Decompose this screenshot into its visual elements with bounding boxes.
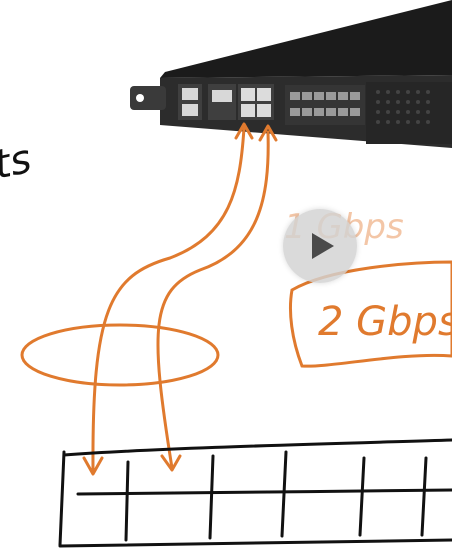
network-switch-image xyxy=(130,0,452,148)
handwritten-fragment: ts xyxy=(0,136,35,189)
switch-sketch xyxy=(58,438,452,548)
cable-arrows xyxy=(20,122,278,476)
play-icon xyxy=(312,233,334,259)
play-button[interactable] xyxy=(283,209,357,283)
bandwidth-label: 2 Gbps xyxy=(318,299,452,345)
bandwidth-box: 2 Gbps xyxy=(288,260,452,368)
